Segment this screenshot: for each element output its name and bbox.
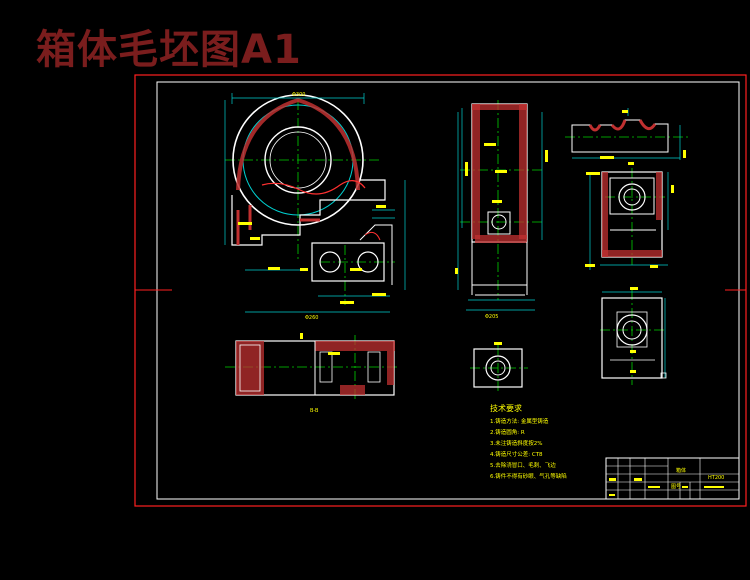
page-title: 箱体毛坯图A1 <box>36 27 302 73</box>
tech-item-4: 4.铸造尺寸公差: CT8 <box>490 450 543 458</box>
tech-item-2: 2.铸造圆角: R <box>490 428 525 436</box>
inner-frame <box>156 81 740 500</box>
section-view: B-B <box>225 333 400 414</box>
dim-right-view-width: Φ205 <box>485 314 498 320</box>
tech-item-5: 5.去除浇冒口、毛刺、飞边 <box>490 461 556 469</box>
dim-top-width: Φ300 <box>292 92 305 98</box>
side-view: Φ205 <box>455 100 548 320</box>
title-block-name: 箱体 <box>676 467 686 474</box>
tech-item-1: 1.铸造方法: 金属型铸造 <box>490 417 549 425</box>
title-block-material: HT200 <box>708 475 724 481</box>
title-block-note: 图号 <box>671 484 681 490</box>
outer-frame <box>134 74 747 507</box>
label-section-b: B-B <box>310 408 319 414</box>
tech-heading: 技术要求 <box>490 403 522 413</box>
top-right-detail <box>565 108 690 160</box>
small-bore-view <box>470 342 528 392</box>
front-view: Φ300 Φ260 <box>224 92 406 321</box>
tech-item-6: 6.铸件不得有砂眼、气孔等缺陷 <box>490 472 567 480</box>
bottom-right-detail <box>600 287 667 385</box>
tech-item-3: 3.未注铸造斜度按2% <box>490 439 542 447</box>
title-block: 箱体 HT200 图号 <box>605 457 740 500</box>
middle-right-detail <box>585 162 674 270</box>
tech-requirements: 技术要求 1.铸造方法: 金属型铸造 2.铸造圆角: R 3.未注铸造斜度按2%… <box>490 403 567 480</box>
dim-main-bottom: Φ260 <box>305 315 318 321</box>
